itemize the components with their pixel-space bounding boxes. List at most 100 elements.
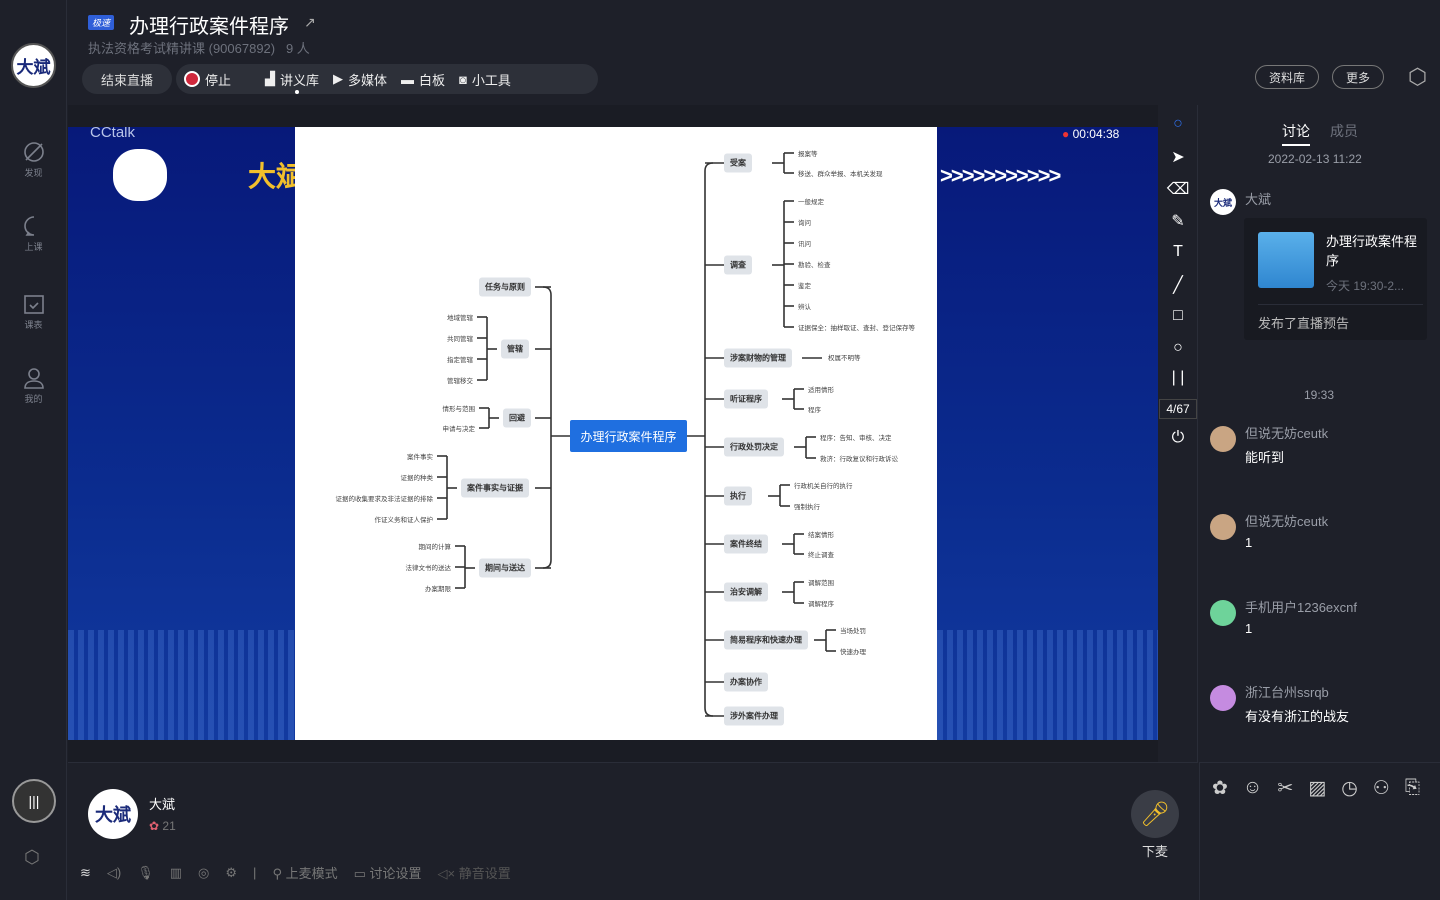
settings-hex-icon[interactable]: ⬡ — [1408, 64, 1428, 89]
live-preview-card[interactable]: 办理行政案件程序 今天 19:30-2... 发布了直播预告 — [1244, 218, 1427, 340]
microphone-icon[interactable]: 🎙︎ — [137, 864, 154, 880]
tab-members[interactable]: 成员 — [1330, 123, 1358, 139]
mindmap-leaf: 案件事实 — [407, 454, 433, 461]
mindmap-root: 办理行政案件程序 — [570, 420, 687, 452]
header: 极速 办理行政案件程序 ↗ 执法资格考试精讲课 (90067892) 9 人 结… — [68, 0, 1440, 105]
speed-badge: 极速 — [88, 15, 115, 30]
page-title: 办理行政案件程序 — [129, 16, 289, 38]
mindmap-leaf: 辨认 — [798, 304, 811, 311]
leave-mic-button[interactable]: 🎤︎ — [1131, 790, 1179, 838]
end-live-button[interactable]: 结束直播 — [82, 64, 172, 94]
page-indicator[interactable]: 4/67 — [1159, 399, 1197, 419]
share-icon[interactable]: ⎘ — [1404, 777, 1421, 798]
mindmap-leaf: 证据的收集要求及非法证据的排除 — [335, 496, 434, 503]
sidebar-item-label: 我的 — [24, 394, 43, 404]
settings-hex-icon[interactable]: ⬡ — [24, 847, 40, 867]
clock-icon[interactable]: ◷ — [1341, 778, 1358, 799]
pause-icon[interactable]: | | — [1171, 369, 1185, 386]
camera-icon[interactable]: ◎ — [198, 864, 210, 880]
cctalk-watermark: CCtalk — [90, 127, 136, 141]
mindmap-leaf: 程序 — [808, 407, 821, 414]
user-avatar[interactable] — [1210, 514, 1236, 540]
line-icon[interactable]: ╱ — [1173, 277, 1183, 294]
tab-discussion[interactable]: 讨论 — [1282, 121, 1310, 146]
timer-text: 00:04:38 — [1072, 127, 1120, 141]
flower-icon[interactable]: ✿ — [1212, 778, 1228, 799]
power-icon[interactable]: ⏻ — [1171, 429, 1185, 446]
mindmap-leaf: 结案情形 — [808, 532, 834, 539]
scissors-icon[interactable]: ✂ — [1277, 778, 1294, 799]
mindmap-leaf: 鉴定 — [798, 283, 811, 290]
mindmap-leaf: 勘验、检查 — [798, 262, 831, 269]
image-icon[interactable]: ▨ — [1308, 778, 1327, 799]
external-link-icon[interactable]: ↗ — [304, 14, 316, 30]
host-avatar[interactable]: 大斌 — [88, 789, 138, 839]
chat-settings-button[interactable]: ▭ 讨论设置 — [353, 866, 422, 881]
mindmap-leaf: 证据保全：抽样取证、查封、登记保存等 — [798, 325, 915, 332]
slide-mindmap: 办理行政案件程序 受案报案等移送、群众举报、本机关发现调查一般规定询问讯问勘验、… — [295, 127, 937, 740]
sidebar-item-discover[interactable]: 发现 — [0, 140, 67, 179]
user-avatar[interactable] — [1210, 426, 1236, 452]
flower-count: ✿ 21 — [149, 819, 176, 833]
member-toggle-icon[interactable]: ⚇ — [1372, 778, 1390, 799]
chart-icon: ▟ — [265, 71, 276, 86]
divider: | — [253, 865, 257, 880]
user-avatar[interactable] — [1210, 685, 1236, 711]
mindmap-leaf: 办案期限 — [425, 586, 451, 593]
mindmap-leaf: 地域管辖 — [447, 315, 473, 322]
cursor-icon[interactable]: ➤ — [1171, 149, 1185, 166]
mindmap-leaf: 强制执行 — [794, 504, 820, 511]
chat-bubble-icon — [23, 216, 34, 236]
sidebar-item-class[interactable]: 上课 — [0, 214, 67, 253]
city-graphic — [937, 630, 1158, 740]
user-avatar[interactable]: 大斌 — [11, 43, 56, 88]
user-avatar[interactable] — [1210, 600, 1236, 626]
host-avatar[interactable]: 大斌 — [1210, 189, 1236, 215]
leave-mic-label: 下麦 — [1142, 844, 1169, 859]
bottom-controls: ≋ ◁) 🎙︎ ▥ ◎ ⚙ | ⚲ 上麦模式 ▭ 讨论设置 ◁× 静音设置 — [80, 863, 511, 882]
gear-icon[interactable]: ⚙ — [225, 864, 238, 880]
calendar-icon — [23, 295, 44, 314]
speaker-icon[interactable]: ◁) — [106, 864, 122, 880]
mindmap-branch: 办案协作 — [724, 672, 768, 692]
drawing-toolbar: ○ ➤ ⌫ ✎ T ╱ □ ○ | | 4/67 ⏻ — [1158, 105, 1198, 762]
message-author: 但说无妨ceutk — [1245, 426, 1329, 441]
mindmap-leaf: 报案等 — [798, 151, 818, 158]
message-text: 能听到 — [1245, 450, 1285, 465]
mindmap-branch: 听证程序 — [724, 389, 768, 409]
mindmap-leaf: 法律文书的送达 — [405, 565, 452, 572]
mindmap-branch: 案件事实与证据 — [461, 478, 529, 498]
library-button[interactable]: 资料库 — [1255, 65, 1319, 89]
sidebar-item-schedule[interactable]: 课表 — [0, 292, 67, 331]
mic-mode-button[interactable]: ⚲ 上麦模式 — [272, 866, 338, 881]
sidebar-item-me[interactable]: 我的 — [0, 366, 67, 405]
tab-label: 讲义库 — [280, 72, 320, 88]
bottom-bar: 大斌 大斌 ✿ 21 ≋ ◁) 🎙︎ ▥ ◎ ⚙ | ⚲ 上麦模式 ▭ 讨论设置… — [68, 762, 1198, 900]
active-dot — [295, 89, 300, 94]
eraser-icon[interactable]: ⌫ — [1166, 181, 1190, 198]
wifi-icon[interactable]: ≋ — [80, 864, 91, 880]
stop-button[interactable]: 停止 — [184, 70, 231, 89]
chat-input-area[interactable]: ✿ ☺ ✂ ▨ ◷ ⚇ ⎘ — [1199, 762, 1440, 900]
mindmap-leaf: 终止调查 — [808, 552, 834, 559]
tab-multimedia[interactable]: ▶多媒体 — [333, 70, 387, 89]
message-text: 有没有浙江的战友 — [1245, 709, 1350, 724]
mindmap-branch: 行政处罚决定 — [724, 437, 784, 457]
pencil-icon[interactable]: ✎ — [1171, 213, 1185, 230]
tab-whiteboard[interactable]: ▬白板 — [401, 70, 445, 89]
logo-shape — [113, 149, 167, 201]
tab-tools[interactable]: ◙小工具 — [459, 70, 511, 89]
mindmap-leaf: 指定管辖 — [447, 357, 473, 364]
tab-lecture-library[interactable]: ▟ 讲义库 — [265, 70, 320, 94]
mindmap-leaf: 申请与决定 — [442, 426, 476, 433]
mixer-icon[interactable]: ▥ — [169, 864, 183, 880]
more-button[interactable]: 更多 — [1332, 65, 1384, 89]
ellipse-icon[interactable]: ○ — [1173, 339, 1183, 356]
text-icon[interactable]: T — [1173, 243, 1183, 260]
stop-label: 停止 — [205, 72, 232, 88]
laser-pointer-icon[interactable]: ○ — [1173, 115, 1183, 132]
rectangle-icon[interactable]: □ — [1173, 307, 1183, 324]
mute-settings-button[interactable]: ◁× 静音设置 — [437, 866, 511, 881]
equalizer-button[interactable]: ||| — [12, 779, 56, 823]
emoji-icon[interactable]: ☺ — [1242, 777, 1263, 798]
